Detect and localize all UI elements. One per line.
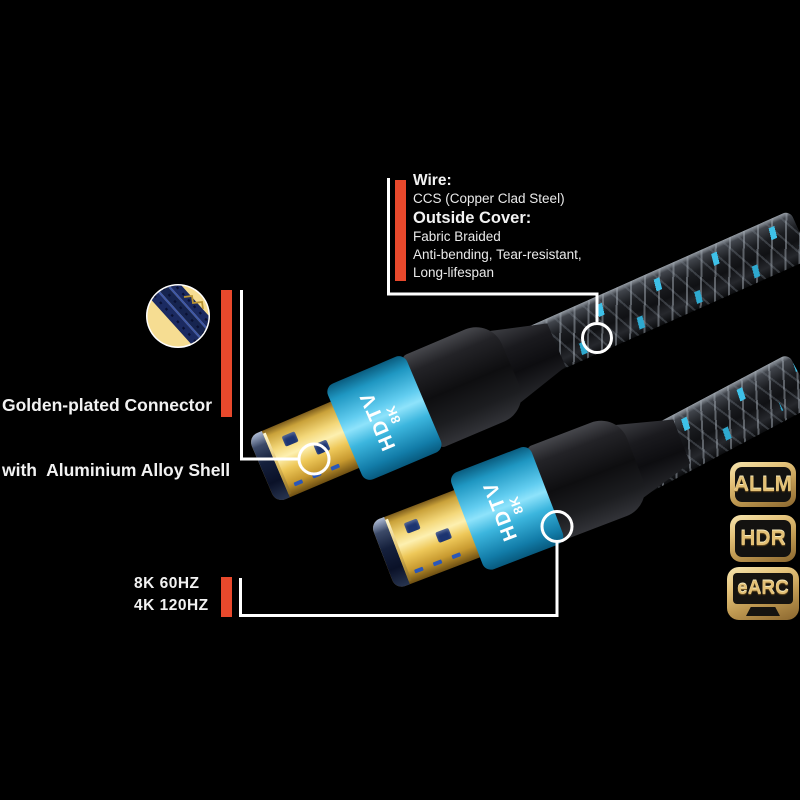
- spec-accent-bar: [395, 180, 406, 281]
- badge-allm: ALLM: [730, 462, 796, 507]
- detail-shell-edge-line: [183, 294, 204, 310]
- spec-callout-line: [387, 178, 599, 322]
- resolution-4k: 4K 120HZ: [134, 597, 209, 614]
- connector-accent-bar: [221, 290, 232, 417]
- connector-callout-line1: Golden-plated Connector: [2, 395, 212, 415]
- detail-circle-stripes: [147, 285, 209, 347]
- badge-hdr-face: HDR: [735, 520, 791, 557]
- badge-hdr-label: HDR: [740, 526, 786, 550]
- connector-callout-text: Golden-plated Connector with Aluminium A…: [2, 352, 230, 524]
- body-target-circle-icon: [540, 510, 574, 543]
- spec-callout-text: Wire: CCS (Copper Clad Steel) Outside Co…: [413, 171, 582, 282]
- badge-earc-tv-icon: eARC: [727, 567, 799, 620]
- badge-earc-tv-stand: [746, 607, 780, 616]
- plug-target-circle-icon: [297, 442, 331, 476]
- badge-allm-face: ALLM: [733, 467, 793, 502]
- spec-cover-lifespan: Long-lifespan: [413, 265, 495, 280]
- braid-target-circle-icon: [581, 322, 613, 354]
- spec-cover-durability: Anti-bending, Tear-resistant,: [413, 247, 582, 262]
- badge-allm-label: ALLM: [733, 472, 793, 496]
- spec-cover-braided: Fabric Braided: [413, 229, 501, 244]
- spec-title-wire: Wire:: [413, 172, 452, 189]
- resolution-callout-text: 8K 60HZ 4K 120HZ: [134, 573, 209, 617]
- spec-wire-material: CCS (Copper Clad Steel): [413, 191, 565, 206]
- resolution-callout-line: [239, 542, 559, 617]
- badge-earc-screen: eARC: [733, 573, 793, 604]
- connector-callout-line2: with Aluminium Alloy Shell: [2, 459, 231, 480]
- connector-detail-zoom-icon: [146, 284, 210, 348]
- resolution-8k: 8K 60HZ: [134, 575, 200, 592]
- resolution-accent-bar: [221, 577, 232, 617]
- spec-title-cover: Outside Cover:: [413, 209, 532, 227]
- badge-earc-label: eARC: [737, 577, 789, 599]
- badge-hdr: HDR: [730, 515, 796, 562]
- connector-callout-line: [240, 290, 298, 461]
